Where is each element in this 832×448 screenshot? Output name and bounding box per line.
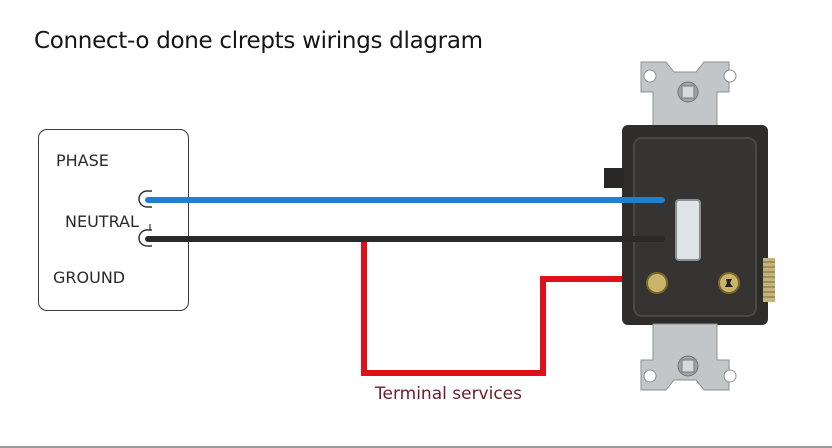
red-wire <box>361 239 655 376</box>
brass-terminal-screw-icon <box>646 272 668 294</box>
neutral-connector-icon <box>138 229 152 247</box>
neutral-label: NEUTRAL <box>65 212 139 231</box>
terminal-caption: Terminal services <box>375 384 522 404</box>
top-mounting-plate <box>640 61 737 127</box>
phase-connector-icon <box>138 190 152 208</box>
diagram-title: Connect-o done clrepts wirings dlagram <box>34 28 483 54</box>
ground-label: GROUND <box>53 268 126 287</box>
light-switch <box>604 125 775 325</box>
power-source-box <box>38 129 189 311</box>
bottom-border <box>0 446 832 448</box>
phase-label: PHASE <box>56 151 109 170</box>
bottom-mounting-plate <box>640 323 737 391</box>
toggle-lever <box>675 199 701 261</box>
